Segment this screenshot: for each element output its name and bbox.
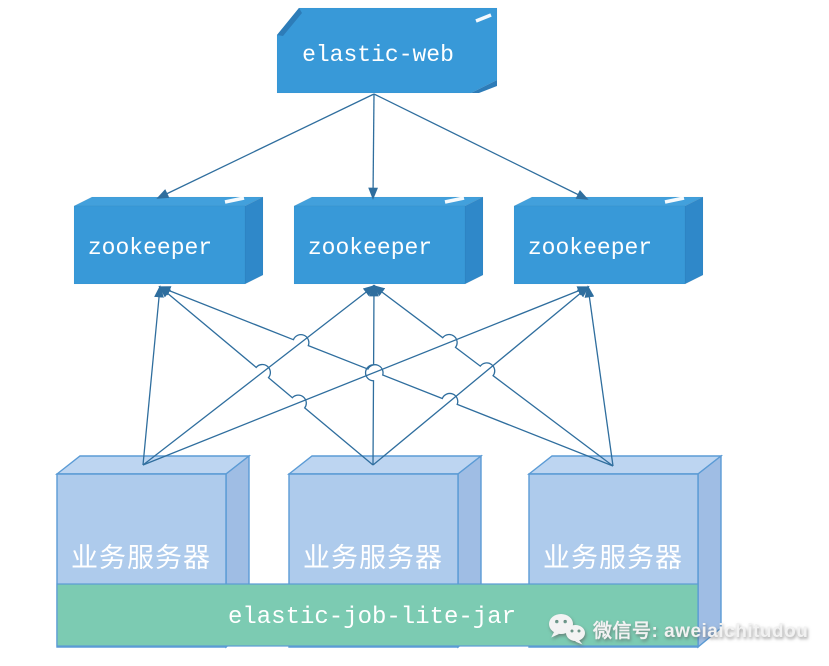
zookeeper-node-2: zookeeper [293,196,484,285]
server-box-top [526,455,724,475]
zookeeper-label: zookeeper [528,235,652,261]
jar-bar: elastic-job-lite-jar [56,583,699,647]
wechat-icon [549,614,585,645]
zookeeper-node-1: zookeeper [73,196,264,285]
elastic-web-fold-topleft [277,8,302,36]
zookeeper-label: zookeeper [88,235,212,261]
watermark: 微信号: aweiaichitudou [548,603,826,655]
connector-server-3-to-zookeeper-3 [584,285,614,467]
server-box-top [54,455,252,475]
elastic-web-highlight [475,13,492,23]
connector-server-1-to-zookeeper-1 [142,285,164,466]
zookeeper-box-front [513,205,686,285]
server-box-top [286,455,484,475]
zookeeper-box-side [684,196,704,285]
elastic-web-fold-bottomright [471,80,497,93]
server-label: 业务服务器 [543,543,683,574]
connector-web-to-zookeeper-3 [373,93,589,200]
jar-bar-rect [56,583,699,647]
jar-bar-label: elastic-job-lite-jar [228,604,516,631]
server-label: 业务服务器 [303,543,443,574]
zookeeper-highlight [224,196,245,204]
connector-server-3-to-zookeeper-2 [372,284,614,467]
zookeeper-box-side [244,196,264,285]
connector-server-2-to-zookeeper-3 [372,285,590,466]
zookeeper-box-side [464,196,484,285]
connector-server-1-to-zookeeper-2 [142,284,376,466]
connector-edges [142,93,614,467]
connector-server-3-to-zookeeper-1 [158,286,614,467]
zookeeper-node-3: zookeeper [513,196,704,285]
zookeeper-highlight [444,196,465,204]
server-label: 业务服务器 [71,543,211,574]
watermark-label: 微信号: aweiaichitudou [593,620,809,642]
connector-web-to-zookeeper-2 [368,93,378,200]
zookeeper-box-front [293,205,466,285]
elastic-web-node: elastic-web [276,7,498,94]
zookeeper-label: zookeeper [308,235,432,261]
zookeeper-highlight [664,196,685,204]
zookeeper-box-front [73,205,246,285]
elastic-web-label: elastic-web [302,42,454,68]
connector-web-to-zookeeper-1 [156,93,375,199]
connector-server-2-to-zookeeper-1 [158,285,374,466]
